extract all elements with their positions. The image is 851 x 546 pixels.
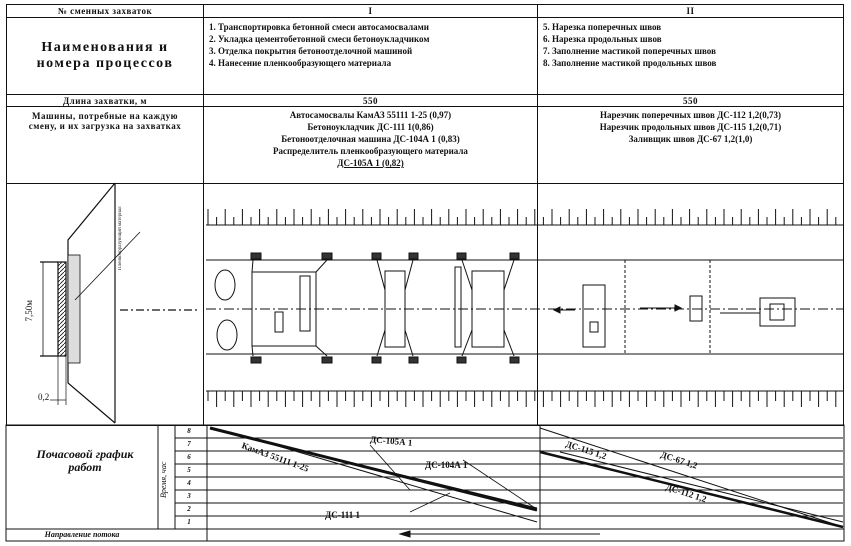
film-material-label: Пленкообразующий материал — [118, 206, 123, 270]
schedule-label: Почасовой график работ — [36, 447, 134, 474]
width-dimension-label: 7,50м — [24, 300, 34, 322]
machine-item: Заливщик швов ДС-67 1,2(1,0) — [628, 134, 753, 144]
machine-item: Нарезчик продольных швов ДС-115 1,2(0,71… — [599, 122, 782, 132]
hour-tick-label: 8 — [187, 427, 191, 435]
process-item: 1. Транспортировка бетонной смеси автоса… — [209, 22, 429, 32]
process-item: 4. Нанесение пленкообразующего материала — [209, 58, 392, 68]
direction-label: Направление потока — [44, 530, 120, 539]
process-item: 3. Отделка покрытия бетоноотделочной маш… — [209, 46, 413, 56]
machine-item: Бетоноотделочная машина ДС-104А 1 (0,83) — [281, 134, 460, 144]
divider — [203, 183, 204, 426]
line-label: ДС-104А 1 — [425, 460, 468, 470]
processes-label: Наименования и номера процессов — [36, 40, 174, 71]
machine-item: Бетоноукладчик ДС-111 1(0,86) — [307, 122, 434, 132]
hour-tick-label: 6 — [187, 453, 191, 461]
hour-tick-label: 3 — [187, 492, 191, 500]
process-item: 7. Заполнение мастикой поперечных швов — [543, 46, 716, 56]
machine-item: ДС-105А 1 (0,82) — [337, 158, 404, 168]
hour-tick-label: 5 — [187, 466, 191, 474]
machines-label: Машины, потребные на каждую смену, и их … — [28, 111, 182, 131]
hour-tick-label: 4 — [187, 479, 191, 487]
process-item: 2. Укладка цементобетонной смеси бетоноу… — [209, 34, 430, 44]
process-item: 6. Нарезка продольных швов — [543, 34, 662, 44]
offset-dimension-label: 0,2 — [38, 392, 50, 402]
hour-tick-label: 1 — [187, 518, 191, 526]
hour-tick-label: 2 — [187, 505, 191, 513]
time-axis-label: Время, час — [159, 461, 168, 499]
divider — [537, 183, 538, 426]
hour-tick-label: 7 — [187, 440, 191, 448]
machine-item: Нарезчик поперечных швов ДС-112 1,2(0,73… — [599, 110, 782, 120]
machine-item: Автосамосвалы КамАЗ 55111 1-25 (0,97) — [289, 110, 452, 120]
machine-item: Распределитель пленкообразующего материа… — [273, 146, 468, 156]
process-item: 8. Заполнение мастикой продольных швов — [543, 58, 717, 68]
process-item: 5. Нарезка поперечных швов — [543, 22, 662, 32]
line-label: ДС-111 1 — [325, 510, 360, 520]
